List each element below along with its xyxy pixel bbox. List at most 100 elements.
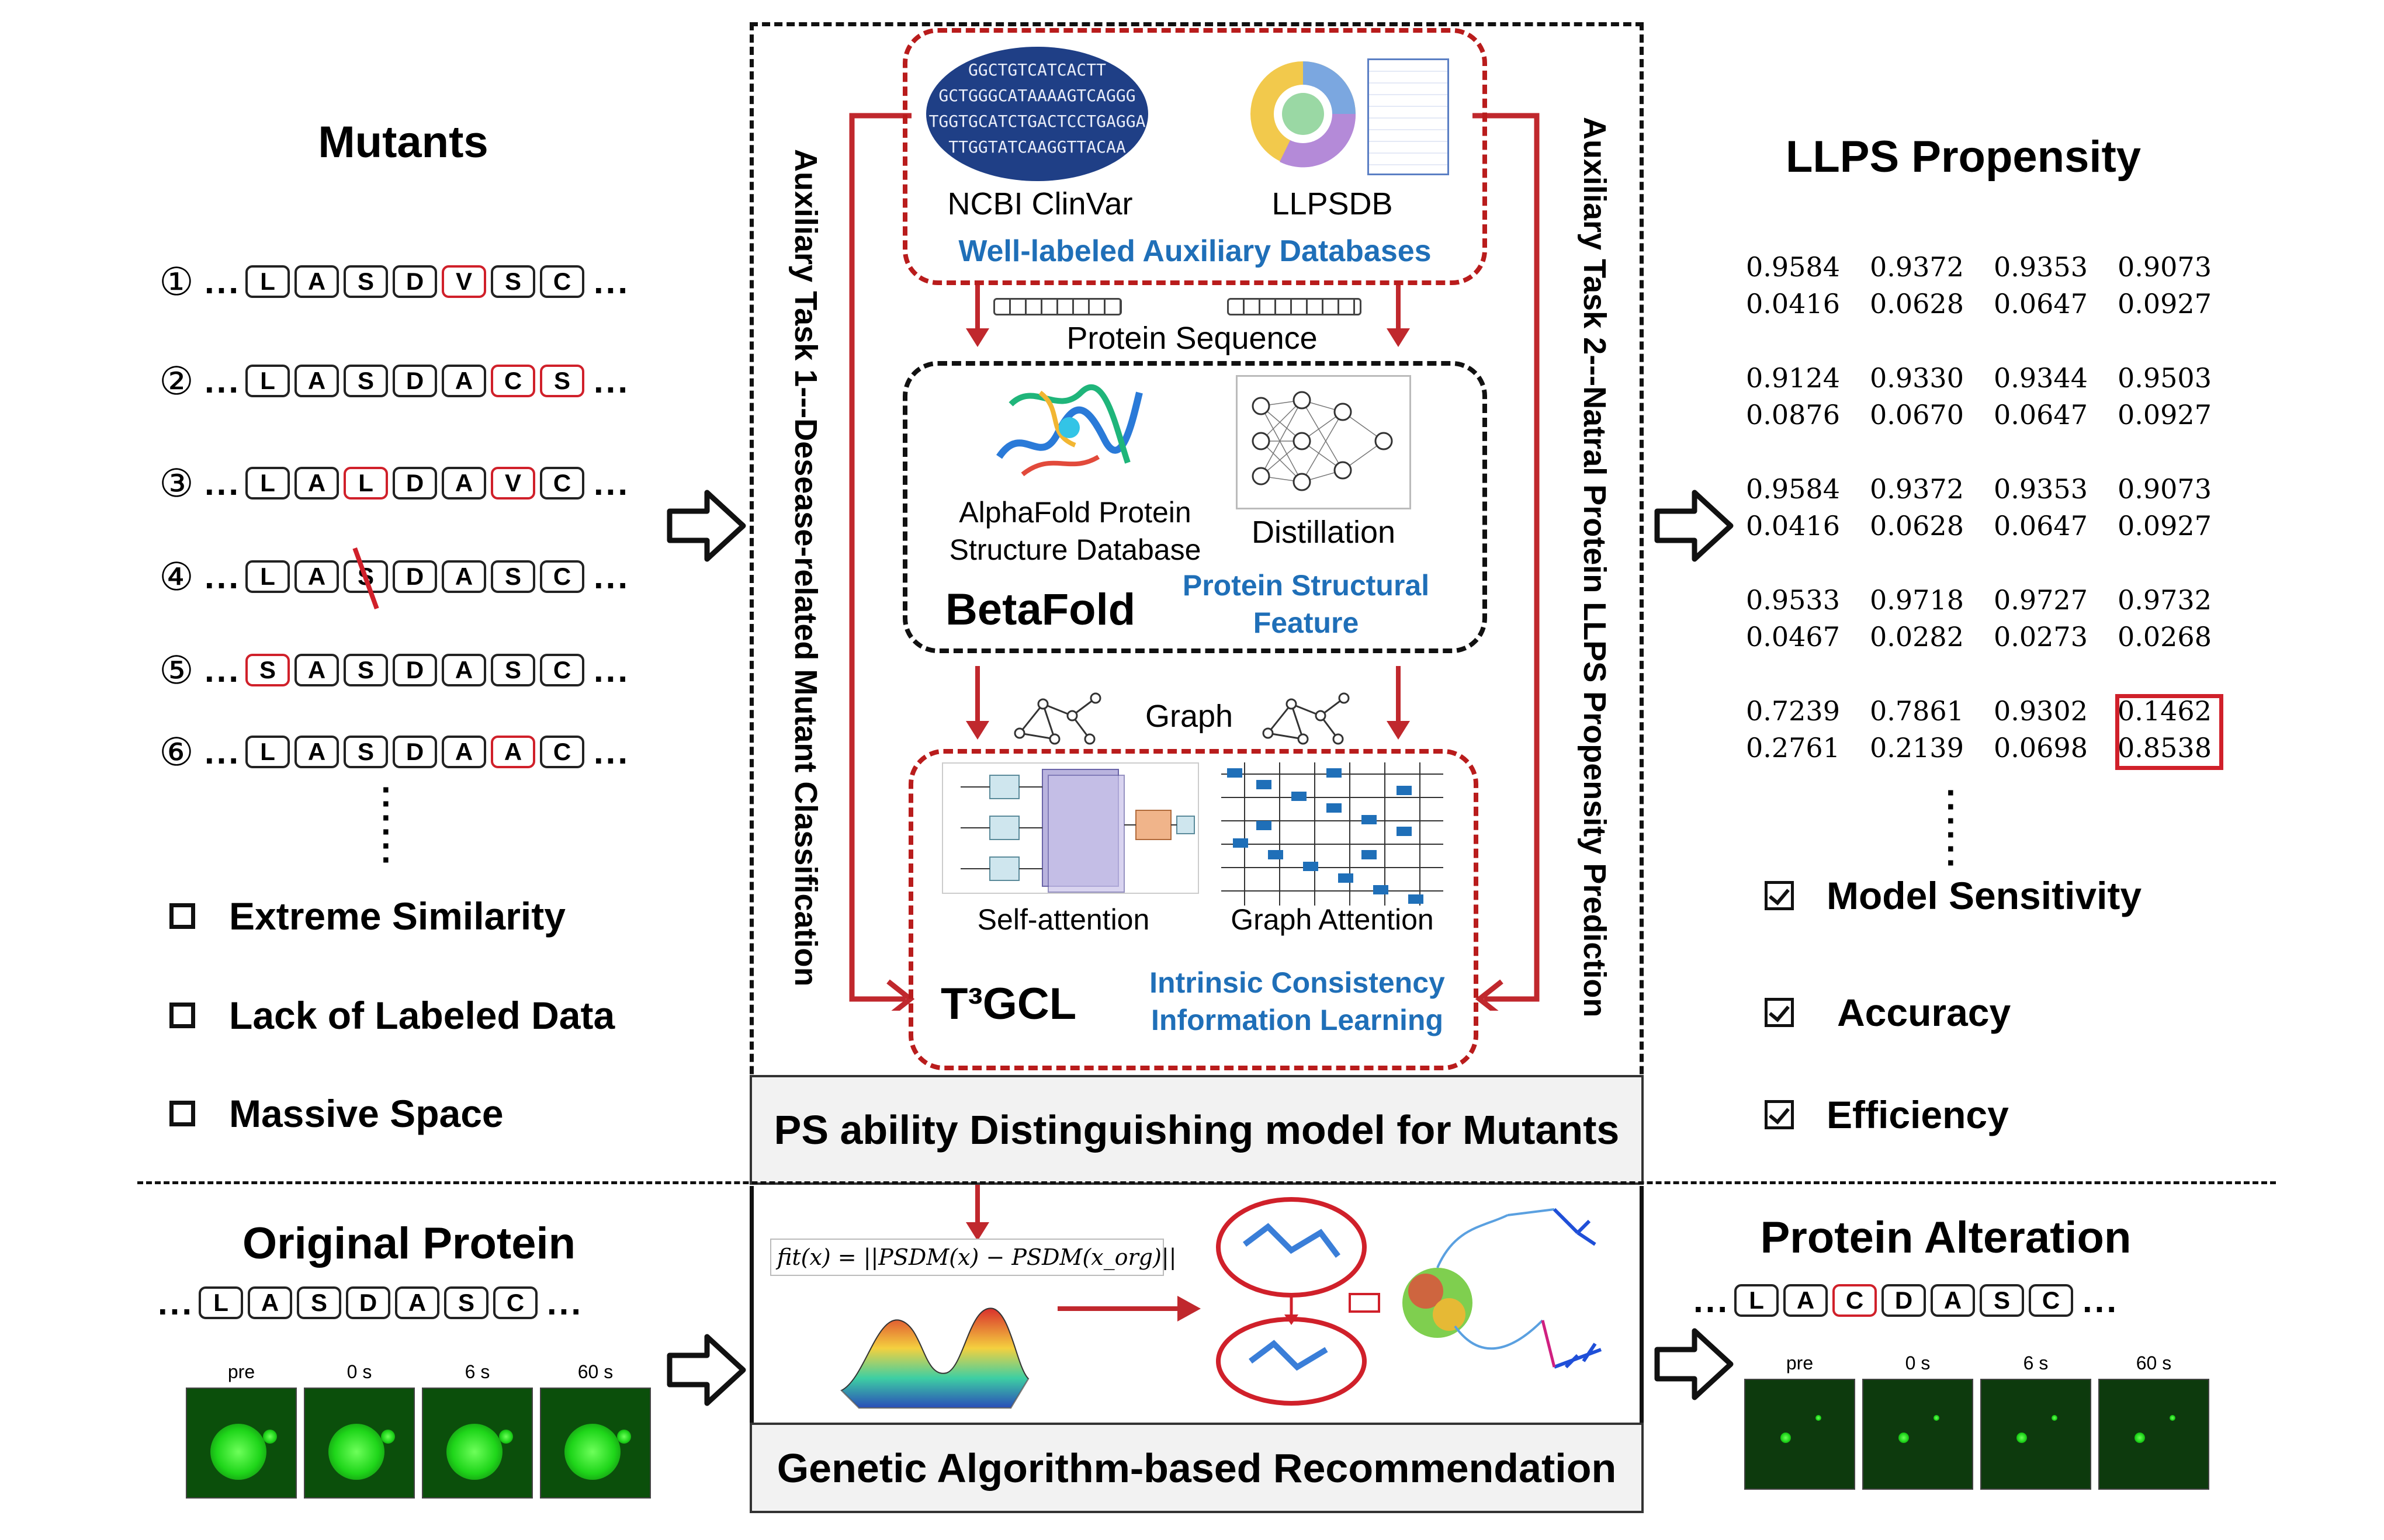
db-ncbi-clinvar: NCBI ClinVar [947, 186, 1133, 221]
propensity-value: 0.0628 [1870, 510, 1964, 542]
ga-frame [750, 1186, 1644, 1513]
checkbox-checked-icon [1765, 881, 1794, 910]
residue-box: C [1832, 1284, 1877, 1317]
arrow-down-icon [966, 666, 989, 740]
droplet [2134, 1433, 2145, 1443]
propensity-value: 0.9584 [1746, 251, 1840, 283]
microscopy-frame [2098, 1379, 2209, 1490]
t3gcl-box [909, 749, 1478, 1070]
residue-box: A [294, 736, 339, 768]
vertical-ellipsis: ······ [1946, 773, 1957, 882]
microscopy-frame [304, 1388, 415, 1499]
databases-caption: Well-labeled Auxiliary Databases [958, 234, 1432, 268]
propensity-value: 0.7861 [1870, 695, 1964, 727]
mutant-row: ④...LASDASC... [153, 547, 635, 610]
ellipsis: ... [594, 262, 630, 301]
residue-box: L [1734, 1284, 1779, 1317]
ellipsis: ... [1693, 1281, 1730, 1320]
droplet [328, 1424, 384, 1480]
betafold-box [903, 361, 1487, 653]
residue-box: S [444, 1286, 489, 1319]
frame-time-label: 6 s [2023, 1352, 2049, 1373]
ellipsis: ... [205, 361, 241, 400]
propensity-value: 0.0282 [1870, 621, 1964, 653]
residue-box: L [344, 467, 389, 500]
hollow-arrow-icon [1654, 490, 1734, 562]
mutant-index: ① [159, 260, 194, 303]
mini-sequence-icon [1227, 298, 1361, 315]
residue-box: A [294, 265, 339, 298]
residue-box: C [2029, 1284, 2074, 1317]
droplet [2016, 1433, 2027, 1443]
residue-box: C [540, 654, 585, 686]
droplet [446, 1424, 503, 1480]
mutant-index: ② [159, 359, 194, 403]
benefit-model-sensitivity: Model Sensitivity [1765, 873, 2142, 918]
residue-box: S [344, 547, 389, 610]
residue-box: A [248, 1286, 293, 1319]
challenge-lack-of-labeled-data: Lack of Labeled Data [169, 993, 615, 1038]
arrow-down-icon [1387, 285, 1410, 347]
benefit-accuracy: Accuracy [1765, 990, 2011, 1035]
droplet [1898, 1433, 1909, 1443]
psdm-caption: PS ability Distinguishing model for Muta… [750, 1075, 1644, 1185]
propensity-value: 0.9353 [1994, 473, 2088, 505]
mutant-index: ⑤ [159, 648, 194, 692]
ellipsis: ... [594, 557, 630, 596]
residue-box: S [245, 654, 290, 686]
residue-box: A [1931, 1284, 1976, 1317]
mutant-index: ⑥ [159, 730, 194, 774]
checkbox-empty-icon [169, 903, 195, 929]
residue-box: S [491, 654, 536, 686]
residue-box: L [245, 736, 290, 768]
microscopy-frame [1744, 1379, 1855, 1490]
arrow-down-icon [1387, 666, 1410, 740]
ellipsis: ... [205, 262, 241, 301]
checkbox-empty-icon [169, 1101, 195, 1126]
dna-sequence-image: GGCTGTCATCACTT GCTGGGCATAAAAGTCAGGG TGGT… [926, 47, 1148, 181]
t3gcl-title: T³GCL [941, 979, 1077, 1029]
residue-box: S [344, 654, 389, 686]
residue-box: C [540, 467, 585, 500]
propensity-value: 0.0876 [1746, 399, 1840, 431]
residue-box: A [294, 560, 339, 593]
residue-box: A [442, 654, 487, 686]
highlight-box [2115, 694, 2223, 770]
llpsdb-table-image [1367, 58, 1449, 175]
propensity-value: 0.9372 [1870, 473, 1964, 505]
mutants-title: Mutants [318, 117, 488, 167]
hollow-arrow-icon [667, 1334, 746, 1406]
ellipsis: ... [158, 1283, 195, 1322]
propensity-value: 0.9727 [1994, 584, 2088, 616]
microscopy-frame [186, 1388, 297, 1499]
residue-box: D [1881, 1284, 1926, 1317]
ellipsis: ... [594, 732, 630, 771]
microscopy-frame [540, 1388, 651, 1499]
droplet [263, 1430, 277, 1444]
residue-box: A [294, 467, 339, 500]
distillation-label: Distillation [1251, 515, 1396, 550]
residue-box: S [344, 265, 389, 298]
propensity-value: 0.9073 [2118, 473, 2212, 505]
residue-box: C [493, 1286, 538, 1319]
residue-box: A [442, 467, 487, 500]
challenge-extreme-similarity: Extreme Similarity [169, 894, 566, 938]
graph-icon [1014, 692, 1101, 745]
residue-box: A [442, 365, 487, 397]
graph-attention-label: Graph Attention [1231, 903, 1434, 936]
propensity-value: 0.9503 [2118, 362, 2212, 394]
residue-box: L [199, 1286, 244, 1319]
vertical-ellipsis: ······ [381, 770, 393, 879]
droplet [499, 1430, 513, 1444]
propensity-value: 0.7239 [1746, 695, 1840, 727]
propensity-value: 0.0647 [1994, 399, 2088, 431]
arrow-down-icon [966, 285, 989, 347]
